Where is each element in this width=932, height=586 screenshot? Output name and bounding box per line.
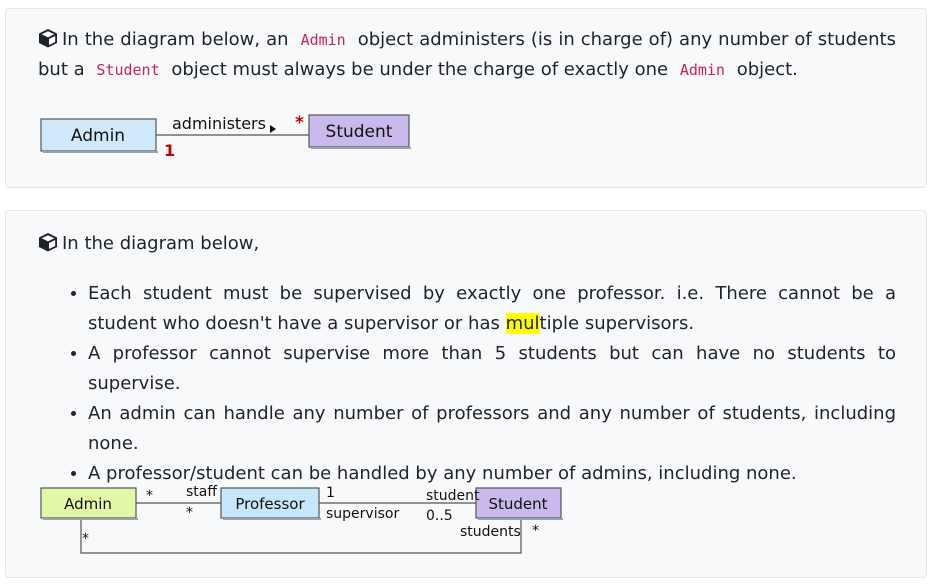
constraints-list: Each student must be supervised by exact… <box>38 279 896 489</box>
list-item: A professor cannot supervise more than 5… <box>88 339 896 399</box>
intro-text-3: object must always be under the charge o… <box>171 59 669 80</box>
multiplicity-admin: 1 <box>164 141 175 160</box>
code-student: Student <box>96 61 160 79</box>
intro-text-4: object. <box>736 59 798 80</box>
multiplicity-student: * <box>295 113 304 133</box>
list-item: A professor/student can be handled by an… <box>88 459 896 489</box>
multiplicity-professor-staff: * <box>186 505 193 521</box>
direction-arrow-icon <box>270 125 276 133</box>
list-item-text: An admin can handle any number of profes… <box>88 403 896 454</box>
class-box-professor: Professor <box>220 487 321 520</box>
multiplicity-professor-supervisor: 1 <box>326 485 335 501</box>
role-student: student <box>426 488 480 504</box>
role-staff: staff <box>186 484 217 500</box>
multiplicity-student-supervised: 0..5 <box>426 508 453 524</box>
intro-paragraph: In the diagram below, an Admin object ad… <box>38 25 896 85</box>
box-icon <box>38 28 58 48</box>
class-name-admin: Admin <box>64 495 112 513</box>
tip-card-admin-student: In the diagram below, an Admin object ad… <box>5 8 927 188</box>
uml-diagram-admin-professor-student: Admin Professor Student * staff * 1 supe… <box>36 481 596 561</box>
list-item-text: Each student must be supervised by exact… <box>88 283 896 334</box>
intro-text-1: In the diagram below, an <box>62 29 289 50</box>
association-line-students <box>80 519 522 554</box>
class-box-student: Student <box>475 487 563 520</box>
code-admin-2: Admin <box>679 61 725 79</box>
uml-diagram-admin-student: Admin Student administers * 1 <box>36 109 436 169</box>
highlighted-text: mul <box>505 313 540 334</box>
class-name-student: Student <box>488 495 547 513</box>
list-item-text: A professor/student can be handled by an… <box>88 463 797 484</box>
class-name-admin: Admin <box>71 126 125 146</box>
intro-text-2: object administers (is in charge of) any… <box>38 29 896 80</box>
multiplicity-admin-students: * <box>82 531 89 547</box>
list-item: An admin can handle any number of profes… <box>88 399 896 459</box>
role-students: students <box>460 524 521 540</box>
association-label: administers <box>172 114 266 133</box>
multiplicity-admin-staff: * <box>146 488 153 504</box>
multiplicity-students: * <box>532 523 539 539</box>
intro-text: In the diagram below, <box>62 233 260 254</box>
code-admin: Admin <box>300 31 346 49</box>
list-item-text: tiple supervisors. <box>539 313 695 334</box>
role-supervisor: supervisor <box>326 506 399 522</box>
class-name-professor: Professor <box>235 495 305 513</box>
list-item-text: A professor cannot supervise more than 5… <box>88 343 896 394</box>
box-icon <box>38 232 58 252</box>
tip-card-professor-student: In the diagram below, Each student must … <box>5 210 927 578</box>
class-name-student: Student <box>326 122 393 142</box>
intro-paragraph-2: In the diagram below, <box>38 229 896 259</box>
class-box-student: Student <box>308 114 411 149</box>
class-box-admin: Admin <box>40 118 158 153</box>
class-box-admin: Admin <box>40 487 138 520</box>
list-item: Each student must be supervised by exact… <box>88 279 896 339</box>
